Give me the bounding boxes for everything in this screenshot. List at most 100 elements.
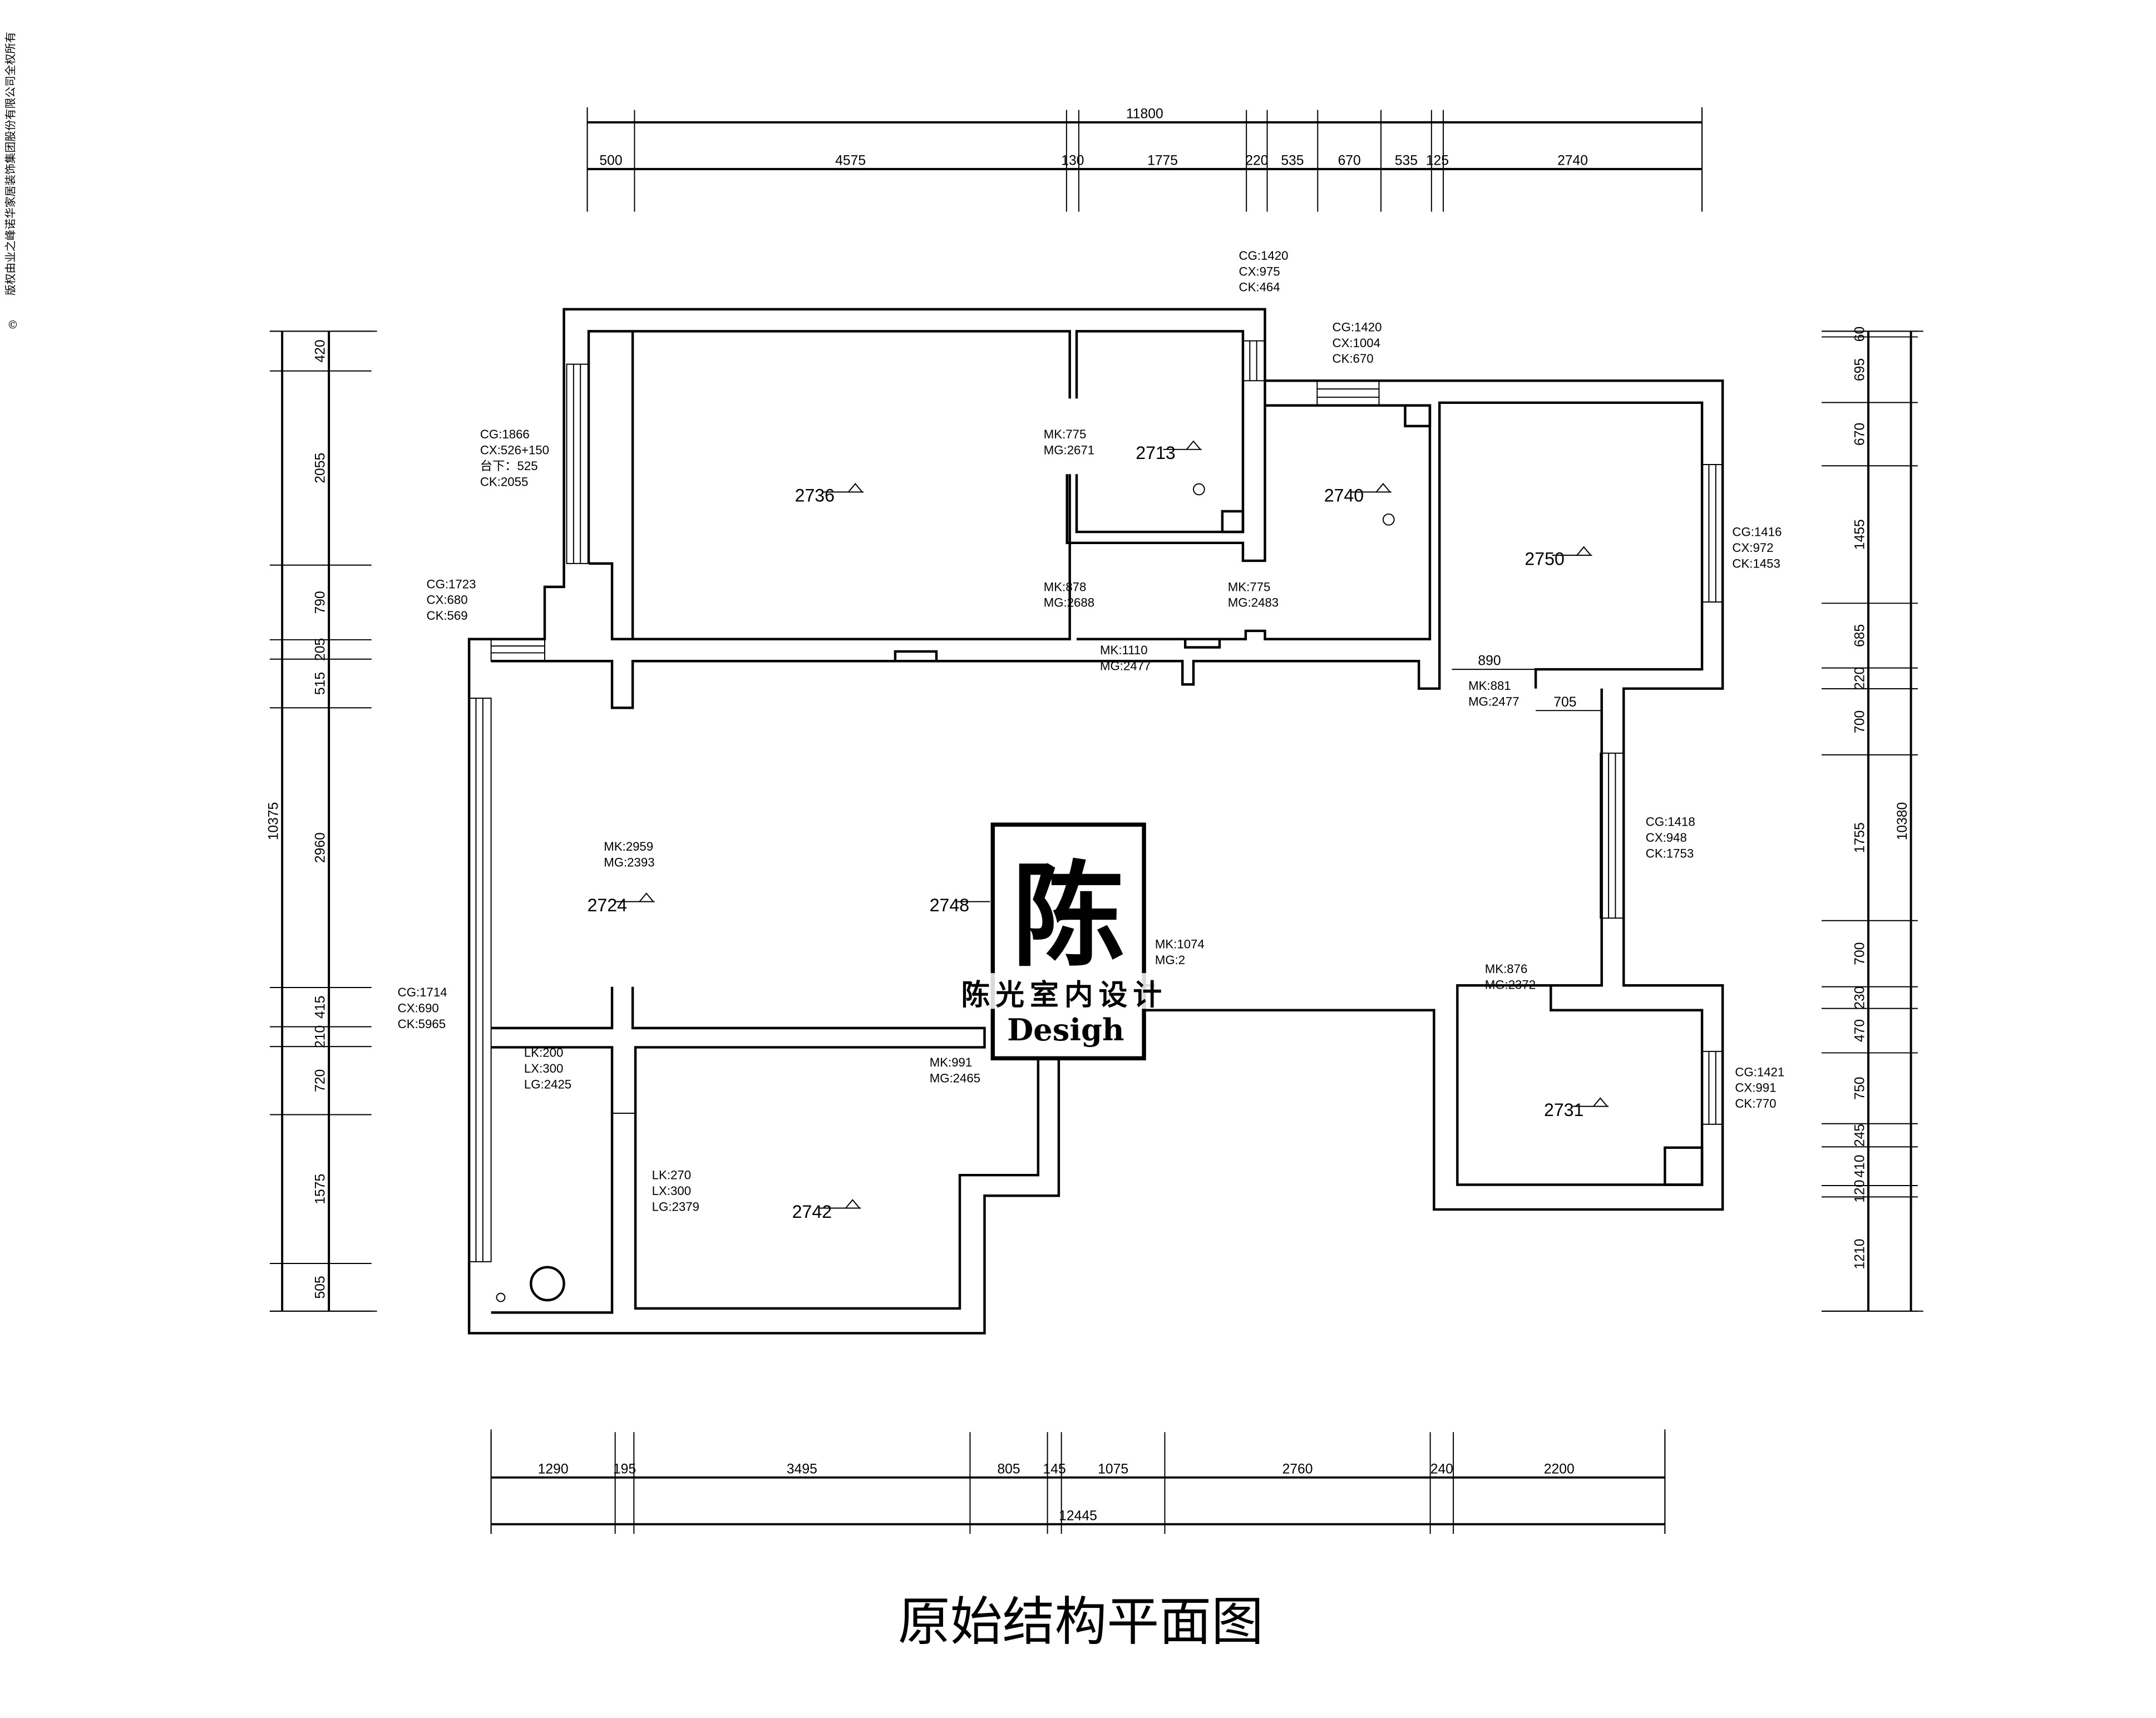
dimension-label: 685 — [1853, 624, 1868, 647]
room-2742: 2742 — [792, 1199, 861, 1222]
copyright-symbol-icon: © — [7, 318, 18, 331]
annotation-line: CX:991 — [1735, 1081, 1776, 1095]
room-height-label: 2736 — [795, 486, 835, 506]
dimension-label: 2200 — [1544, 1462, 1575, 1477]
dimension-label: 195 — [613, 1462, 636, 1477]
total-dimension-label: 10380 — [1895, 802, 1910, 841]
annotation-line: CK:464 — [1239, 280, 1280, 294]
annotation-line: MK:775 — [1044, 427, 1087, 441]
annotation-line: CK:5965 — [398, 1017, 446, 1031]
dimension-label: 240 — [1430, 1462, 1453, 1477]
dimension-label: 535 — [1281, 153, 1304, 168]
annotation-line: MG:2477 — [1468, 695, 1519, 709]
annotation-line: CG:1714 — [398, 985, 447, 999]
room-2740: 2740 — [1324, 483, 1392, 506]
room-labels: 2736 2713 2740 2750 2724 2748 2731 2742 — [588, 440, 1609, 1222]
annotation-line: MK:2959 — [604, 840, 653, 853]
annotation-line: LK:270 — [652, 1168, 691, 1182]
dimension-label: 210 — [313, 1025, 328, 1048]
dimension-label: 1075 — [1098, 1462, 1128, 1477]
dim-890: 890 — [1478, 654, 1501, 669]
dimension-label: 2055 — [313, 453, 328, 483]
room-height-label: 2750 — [1525, 549, 1564, 569]
designer-logo: 陈 陈光室内设计 Desigh — [943, 822, 1186, 1060]
dimension-label: 410 — [1853, 1155, 1868, 1178]
dimension-label: 60 — [1853, 327, 1868, 342]
dimension-chain-right: 6069567014556852207001755700230470750245… — [1821, 327, 1923, 1312]
annotation-line: MK:878 — [1044, 580, 1087, 594]
annotation-line: MG:2465 — [930, 1071, 980, 1085]
annotation-line: LG:2425 — [524, 1078, 571, 1092]
dimension-label: 120 — [1853, 1180, 1868, 1203]
annotation-line: MK:881 — [1468, 679, 1511, 693]
dim-705: 705 — [1553, 695, 1576, 710]
annotation-line: CX:1004 — [1333, 336, 1380, 350]
dimension-label: 700 — [1853, 710, 1868, 733]
dimension-label: 2960 — [313, 832, 328, 863]
dimension-label: 220 — [1853, 667, 1868, 690]
dimension-label: 205 — [313, 638, 328, 661]
annotation-line: MK:775 — [1228, 580, 1271, 594]
annotation-line: CX:680 — [427, 593, 468, 607]
dimension-label: 2760 — [1282, 1462, 1313, 1477]
annotation-line: CX:975 — [1239, 264, 1280, 278]
dimension-label: 145 — [1043, 1462, 1066, 1477]
room-height-label: 2742 — [792, 1202, 832, 1222]
windows — [468, 340, 1724, 1262]
room-height-label: 2713 — [1136, 443, 1175, 463]
dimension-label: 125 — [1426, 153, 1449, 168]
dimension-label: 1455 — [1853, 519, 1868, 550]
dimension-label: 500 — [599, 153, 622, 168]
annotation-line: LX:300 — [524, 1062, 563, 1075]
room-height-label: 2748 — [930, 895, 969, 915]
dimension-label: 3495 — [787, 1462, 817, 1477]
dimension-label: 1775 — [1147, 153, 1178, 168]
annotation-line: CK:2055 — [480, 475, 528, 488]
logo-character: 陈 — [1012, 850, 1125, 982]
dimension-label: 2740 — [1557, 153, 1588, 168]
drawing-title: 原始结构平面图 — [898, 1592, 1264, 1652]
room-2713: 2713 — [1136, 440, 1202, 463]
annotation-line: LX:300 — [652, 1184, 691, 1198]
dimension-label: 505 — [313, 1276, 328, 1299]
inner-dimensions: 890 705 — [1452, 654, 1602, 712]
dimension-label: 1210 — [1853, 1239, 1868, 1270]
dimension-label: 220 — [1245, 153, 1268, 168]
dimension-label: 420 — [313, 339, 328, 362]
annotation-line: CG:1421 — [1735, 1065, 1784, 1079]
annotation-line: CX:526+150 — [480, 443, 549, 457]
annotation-line: CK:770 — [1735, 1097, 1776, 1110]
total-dimension-label: 12445 — [1059, 1508, 1097, 1523]
annotation-line: MK:876 — [1485, 962, 1528, 976]
annotation-line: CG:1420 — [1239, 249, 1289, 263]
annotation-line: MG:2483 — [1228, 596, 1279, 610]
annotation-line: CX:948 — [1646, 831, 1687, 845]
dimension-label: 790 — [313, 591, 328, 614]
dimension-label: 1290 — [538, 1462, 569, 1477]
dimension-label: 720 — [313, 1069, 328, 1092]
dimension-chain-left: 4202055790205515296041521072015755051037… — [267, 330, 377, 1312]
logo-studio-name: 陈光室内设计 — [961, 979, 1167, 1012]
dimension-label: 700 — [1853, 942, 1868, 965]
dimension-label: 515 — [313, 672, 328, 695]
dimension-label: 695 — [1853, 358, 1868, 381]
dimension-label: 1575 — [313, 1174, 328, 1204]
annotation-line: CX:972 — [1732, 541, 1773, 555]
annotation-line: CG:1418 — [1646, 815, 1695, 829]
room-2724: 2724 — [588, 892, 655, 915]
